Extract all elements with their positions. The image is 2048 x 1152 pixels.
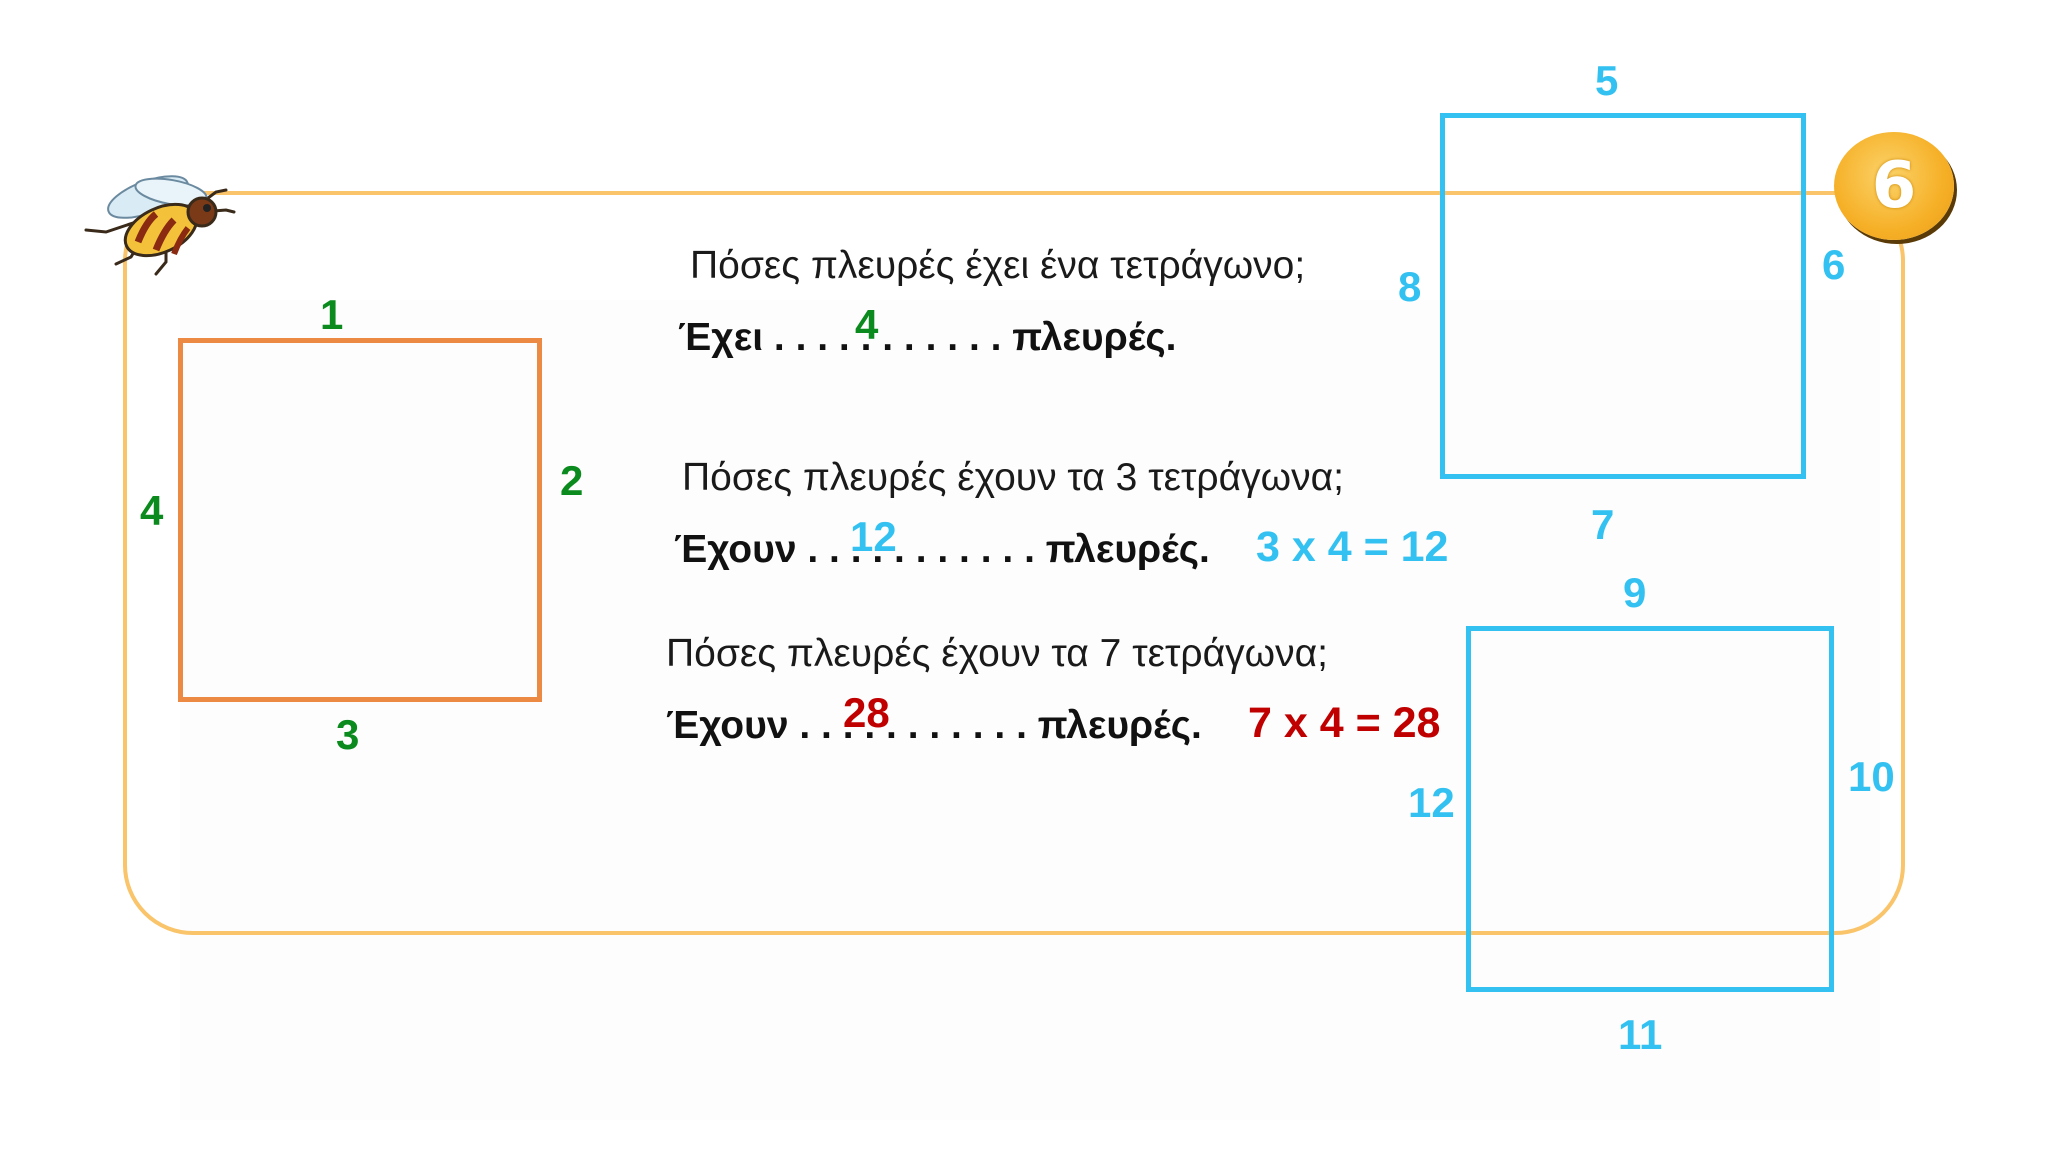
orange-side-bottom-label: 3 [336, 711, 360, 758]
equation-3: 7 x 4 = 28 [1248, 699, 1441, 747]
blue-square-upper [1440, 113, 1806, 479]
number-badge: 6 [1834, 132, 1954, 240]
badge-number: 6 [1871, 149, 1917, 223]
bee-icon [84, 175, 236, 276]
blue-upper-bottom-label: 7 [1591, 501, 1615, 548]
question-3: Πόσες πλευρές έχουν τα 7 τετράγωνα; [666, 632, 1328, 675]
orange-square [178, 338, 542, 702]
blue-upper-top-label: 5 [1595, 57, 1619, 104]
answer-2-line: Έχουν . . . . . . . . . . . πλευρές. [674, 528, 1210, 571]
orange-side-left-label: 4 [140, 487, 164, 534]
orange-side-right-label: 2 [560, 457, 584, 504]
answer-1-line: Έχει . . . . . . . . . . . πλευρές. [678, 316, 1177, 359]
question-1: Πόσες πλευρές έχει ένα τετράγωνο; [690, 244, 1306, 287]
blue-upper-left-label: 8 [1398, 263, 1422, 310]
blue-lower-left-label: 12 [1408, 779, 1455, 826]
question-2: Πόσες πλευρές έχουν τα 3 τετράγωνα; [682, 456, 1344, 499]
answer-1-value: 4 [855, 301, 879, 348]
equation-2: 3 x 4 = 12 [1256, 523, 1449, 571]
worksheet-background [180, 300, 1880, 1120]
blue-lower-bottom-label: 11 [1618, 1011, 1663, 1058]
blue-lower-top-label: 9 [1623, 569, 1647, 616]
blue-upper-right-label: 6 [1822, 241, 1846, 288]
answer-3-value: 28 [843, 689, 890, 736]
blue-square-lower [1466, 626, 1834, 992]
answer-2-value: 12 [850, 513, 897, 560]
answer-3-line: Έχουν . . . . . . . . . . . πλευρές. [666, 704, 1202, 747]
orange-side-top-label: 1 [320, 291, 344, 338]
worksheet-frame [123, 191, 1905, 935]
blue-lower-right-label: 10 [1848, 753, 1895, 800]
